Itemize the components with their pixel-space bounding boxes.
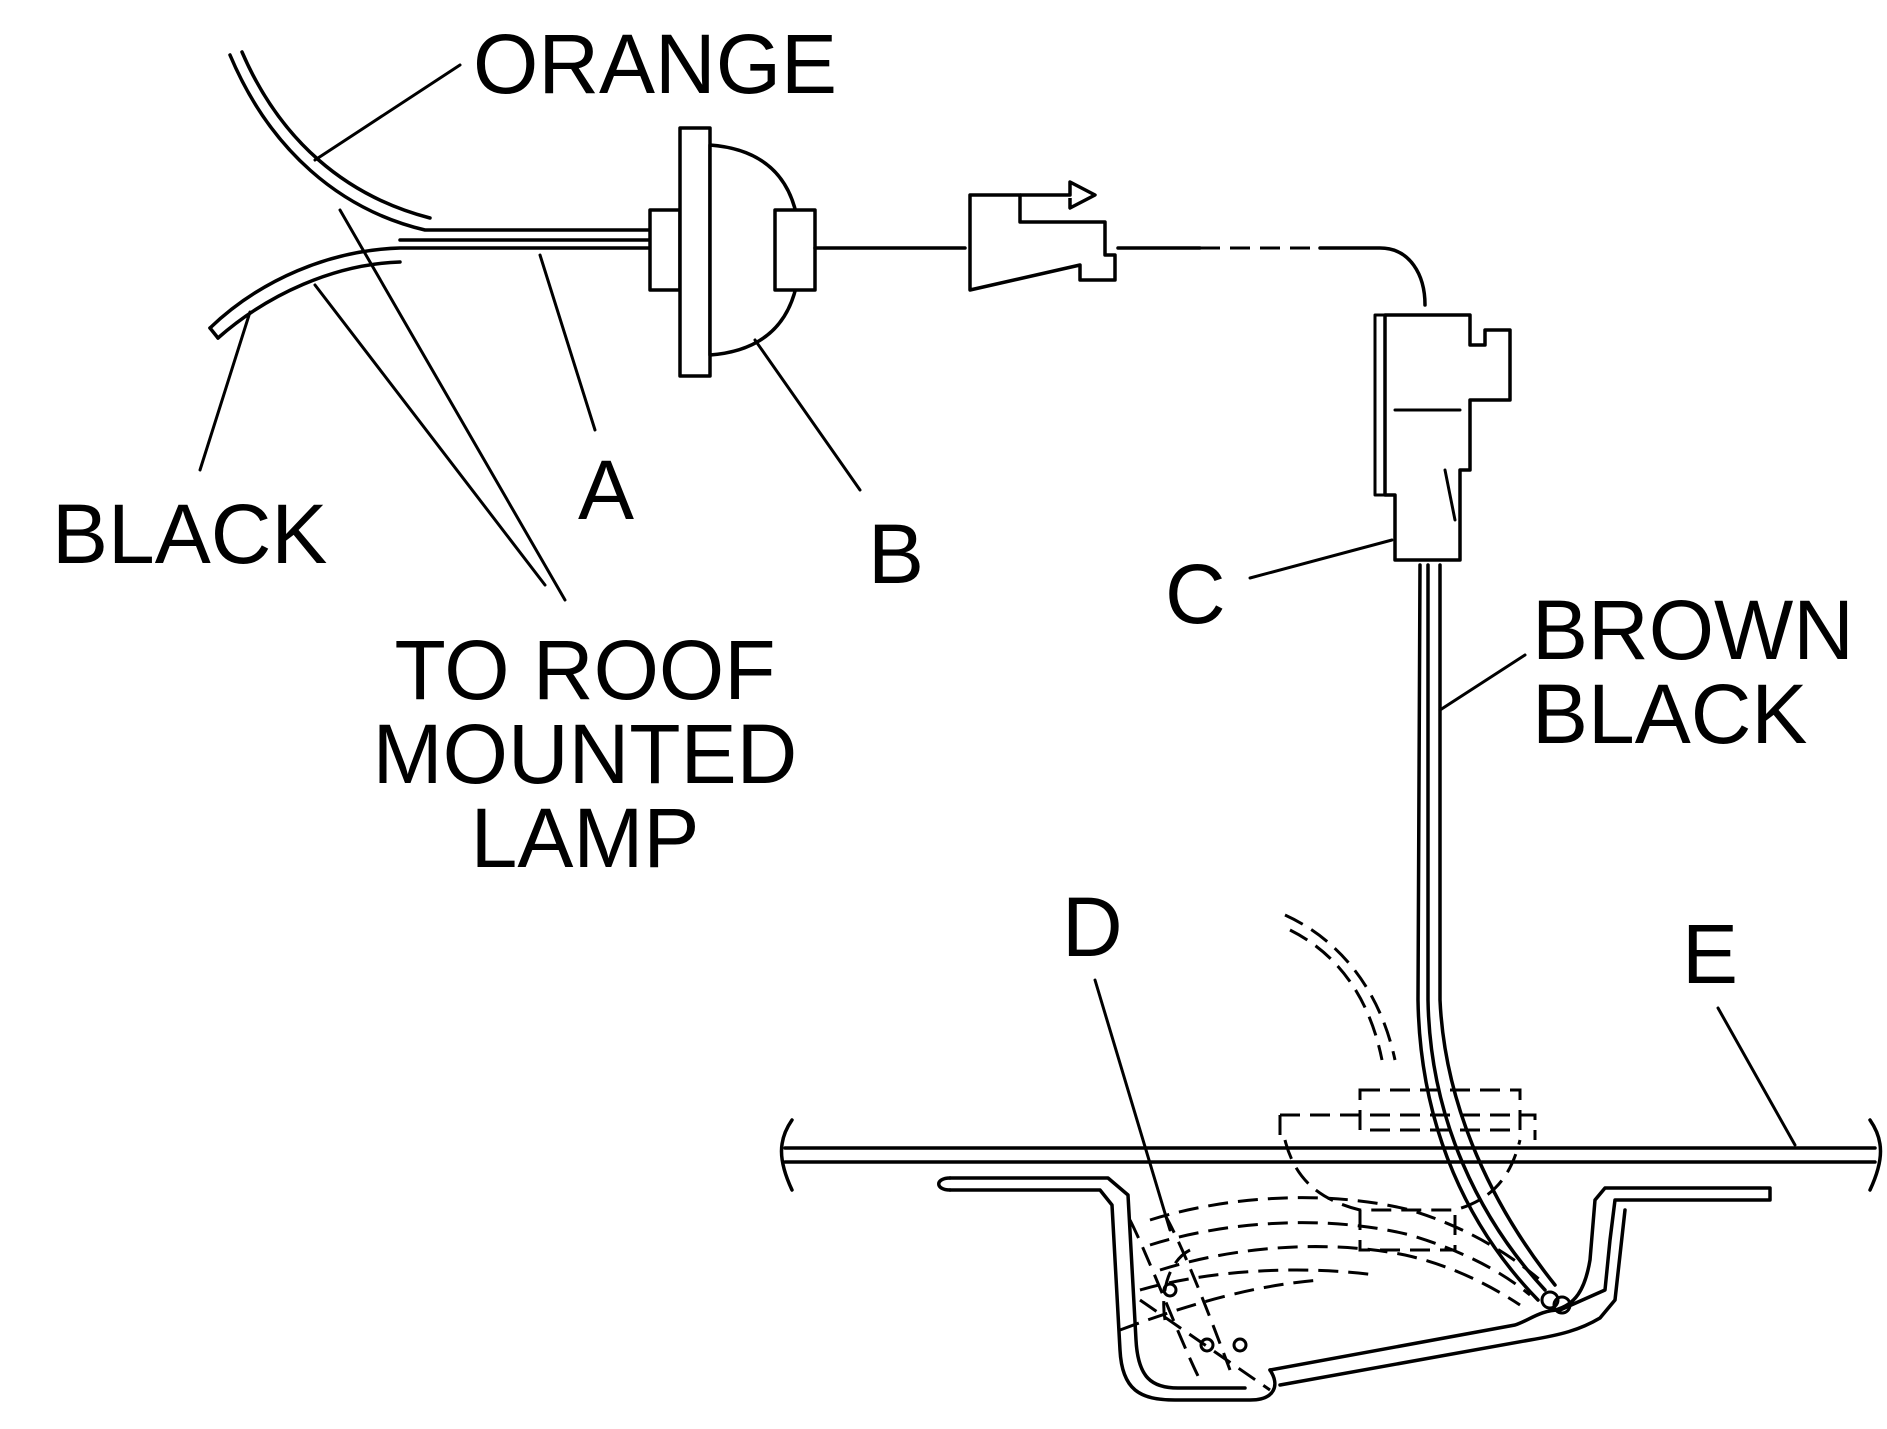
label-roof-lamp-line-1: TO ROOF [394, 623, 776, 717]
label-brown-black-line-2: BLACK [1532, 667, 1808, 761]
label-brown-black-line-1: BROWN [1532, 583, 1854, 677]
leader-roof-1 [338, 208, 567, 602]
label-roof-lamp-line-2: MOUNTED [372, 707, 798, 801]
label-c: C [1165, 547, 1226, 641]
label-roof-lamp-line-3: LAMP [470, 791, 700, 885]
leader-c [1248, 538, 1394, 580]
wire-to-connector-c [1116, 246, 1427, 307]
grommet-b [648, 126, 817, 378]
label-orange: ORANGE [473, 17, 838, 111]
hidden-parts [1119, 913, 1541, 1392]
label-b: B [868, 507, 925, 601]
label-roof-lamp: TO ROOF MOUNTED LAMP [350, 628, 820, 880]
roof-panel-e [779, 1118, 1883, 1192]
leader-black [198, 310, 252, 472]
inline-connector [968, 180, 1117, 292]
orange-wire [228, 50, 652, 232]
leader-b [753, 338, 862, 492]
connector-c [1373, 313, 1512, 562]
leader-lines [198, 63, 1797, 1232]
label-a: A [578, 443, 635, 537]
leader-e [1716, 1006, 1797, 1147]
label-black: BLACK [52, 487, 328, 581]
leader-a [538, 253, 597, 432]
leader-orange [313, 63, 462, 162]
label-e: E [1682, 907, 1739, 1001]
black-wire [208, 246, 652, 340]
label-brown-black: BROWN BLACK [1532, 588, 1854, 756]
leader-roof-2 [313, 283, 547, 587]
label-d: D [1062, 880, 1123, 974]
mounting-bracket [937, 1176, 1772, 1402]
leader-d [1093, 978, 1172, 1232]
leader-brown [1438, 653, 1527, 712]
